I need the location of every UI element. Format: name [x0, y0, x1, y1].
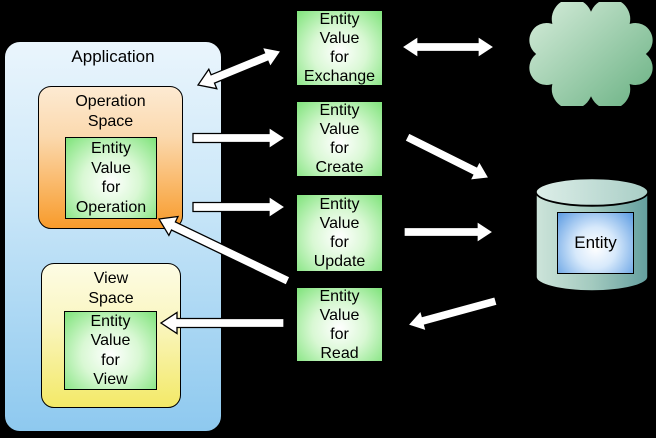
arrow-exchange-cloud	[400, 35, 496, 59]
operation-space-label: Operation Space	[75, 93, 146, 130]
cloud-icon	[528, 2, 655, 106]
application-label: Application	[71, 47, 155, 66]
entity-value-for-update-label: Entity Value for Update	[313, 196, 366, 270]
entity-value-for-view-label: Entity Value for View	[90, 312, 131, 389]
view-space-label: View Space	[88, 270, 134, 307]
database-entity-label: Entity	[574, 233, 617, 252]
entity-value-for-read-label: Entity Value for Read	[319, 287, 360, 362]
entity-value-for-exchange-label: Entity Value for Exchange	[303, 11, 376, 85]
entity-value-for-create-label: Entity Value for Create	[315, 102, 364, 176]
arrow-create-database	[404, 132, 491, 181]
arrow-database-read	[406, 295, 499, 332]
entity-value-for-read-box: Entity Value for Read	[296, 287, 383, 362]
entity-value-for-update-box: Entity Value for Update	[296, 194, 383, 272]
application-box: Application Operation Space Entity Value…	[4, 41, 222, 432]
entity-value-for-operation-box: Entity Value for Operation	[65, 137, 157, 219]
view-space-box: View Space Entity Value for View	[41, 263, 181, 408]
entity-value-for-view-box: Entity Value for View	[64, 311, 157, 390]
operation-space-box: Operation Space Entity Value for Operati…	[38, 86, 183, 229]
entity-value-for-create-box: Entity Value for Create	[296, 101, 383, 177]
entity-value-for-operation-label: Entity Value for Operation	[75, 140, 147, 216]
arrow-update-database	[403, 220, 495, 244]
entity-value-for-exchange-box: Entity Value for Exchange	[296, 10, 383, 86]
database-entity-box: Entity	[557, 212, 634, 274]
